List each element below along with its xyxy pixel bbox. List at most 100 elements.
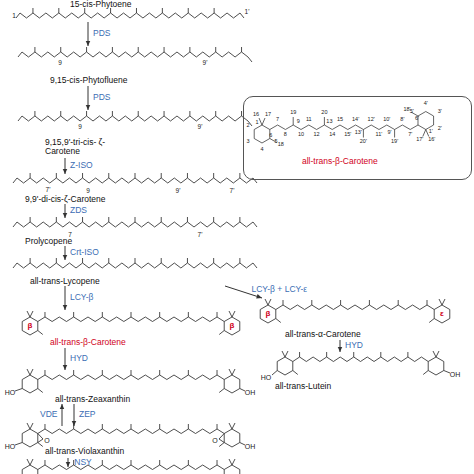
carbon-number: 15' xyxy=(344,132,351,138)
molecule-structure xyxy=(44,460,45,465)
molecule-structure xyxy=(213,217,214,222)
molecule-structure xyxy=(187,217,188,222)
molecule-structure xyxy=(15,443,22,446)
compound-node: 15-cis-Phytoene xyxy=(20,0,245,22)
carbon-number: 6' xyxy=(415,116,419,122)
molecule-structure xyxy=(17,178,253,183)
molecule-structure xyxy=(395,125,403,130)
molecule-structure xyxy=(58,8,59,13)
molecule-structure xyxy=(187,258,188,263)
carbon-number: 4 xyxy=(260,147,263,153)
position-number: 9' xyxy=(176,188,181,195)
reaction-arrow xyxy=(65,204,66,218)
enzyme-label: LCY-β xyxy=(70,293,93,302)
molecule-structure xyxy=(276,319,281,323)
carbon-number: 12' xyxy=(368,117,375,123)
molecule-structure xyxy=(17,222,253,227)
molecule-structure xyxy=(27,423,30,429)
compound-node: all-trans-Lycopene xyxy=(15,260,255,286)
enzyme-label: Crt-ISO xyxy=(70,248,99,257)
molecule-structure xyxy=(188,8,189,13)
molecule-structure xyxy=(436,351,439,357)
hydroxyl-label: OH xyxy=(450,371,461,378)
molecule-structure xyxy=(219,434,224,443)
compound-node: all-trans-Zeaxanthin xyxy=(15,370,273,404)
molecule-structure xyxy=(159,460,160,465)
compound-name: all-trans-Lycopene xyxy=(30,277,100,286)
carbon-number: 18 xyxy=(278,142,284,148)
molecule-structure xyxy=(293,125,301,130)
molecule-structure xyxy=(18,116,22,121)
molecule-structure xyxy=(161,217,162,222)
reaction-arrow xyxy=(88,86,89,110)
molecule-structure xyxy=(215,47,216,52)
enzyme-label: HYD xyxy=(345,341,363,350)
molecule-structure xyxy=(187,173,188,178)
molecule-structure xyxy=(379,125,387,130)
molecule-structure xyxy=(270,125,278,130)
molecule-structure xyxy=(434,305,450,323)
molecule-structure xyxy=(253,222,257,227)
carbon-number: 14' xyxy=(352,117,359,123)
molecule-structure xyxy=(162,8,163,13)
enzyme-label: ZDS xyxy=(70,206,87,215)
molecule-structure xyxy=(262,125,270,130)
molecule-structure xyxy=(371,125,379,130)
molecule-structure xyxy=(369,300,370,305)
molecule-structure xyxy=(102,312,103,317)
ring-label: ε xyxy=(440,310,444,318)
molecule-structure xyxy=(108,258,109,263)
position-number: 7' xyxy=(46,187,51,194)
molecule-structure xyxy=(108,217,109,222)
carbon-number: 3' xyxy=(438,110,442,116)
hydroxyl-label: HO xyxy=(5,389,16,396)
molecule-structure xyxy=(15,389,22,392)
molecule-structure xyxy=(38,331,43,335)
molecule-structure xyxy=(283,300,284,305)
reaction-arrow xyxy=(68,458,69,467)
molecule-structure xyxy=(138,111,139,116)
carbon-number: 2 xyxy=(246,123,249,129)
molecule-structure xyxy=(254,130,255,139)
molecule-structure xyxy=(22,52,248,57)
molecule-structure xyxy=(22,465,38,474)
molecule-structure xyxy=(38,429,224,434)
molecule-structure xyxy=(82,173,83,178)
molecule-structure xyxy=(260,305,276,323)
molecule-structure xyxy=(394,130,395,138)
reaction-arrow xyxy=(65,348,66,370)
molecule-structure xyxy=(301,125,309,130)
molecule-structure xyxy=(73,370,74,375)
molecule-structure xyxy=(363,125,371,130)
molecule-structure xyxy=(164,111,165,116)
molecule-structure xyxy=(73,312,74,317)
molecule-structure xyxy=(38,389,43,393)
molecule-structure xyxy=(34,111,35,116)
molecule-structure xyxy=(353,352,354,357)
compound-node: 9,15,9'-tri-cis- ζ-Carotene xyxy=(20,110,250,158)
molecule-structure xyxy=(224,429,240,447)
molecule-structure xyxy=(18,52,22,57)
molecule-structure xyxy=(229,459,232,465)
molecule-structure xyxy=(253,178,257,183)
molecule-structure xyxy=(44,424,45,429)
molecule-structure xyxy=(272,371,277,376)
carbon-number: 7' xyxy=(408,132,412,138)
molecule-structure xyxy=(241,47,242,52)
molecule-structure xyxy=(189,47,190,52)
molecule-structure xyxy=(30,369,33,375)
molecule-structure xyxy=(38,434,43,443)
molecule-structure xyxy=(426,112,434,117)
molecule-structure xyxy=(108,173,109,178)
molecule-structure xyxy=(159,370,160,375)
molecule-structure xyxy=(363,130,364,138)
inset-box: all-trans-β-Carotene xyxy=(243,96,472,180)
compound-name: 9,15-cis-Phytofluene xyxy=(50,76,128,85)
carbon-number: 8' xyxy=(400,117,404,123)
compound-name: all-trans-Lutein xyxy=(275,382,331,391)
position-number: 9' xyxy=(203,60,208,67)
molecule-structure xyxy=(219,331,224,335)
molecule-structure xyxy=(229,423,232,429)
position-number: 9 xyxy=(78,124,82,131)
molecule-structure xyxy=(293,117,294,125)
